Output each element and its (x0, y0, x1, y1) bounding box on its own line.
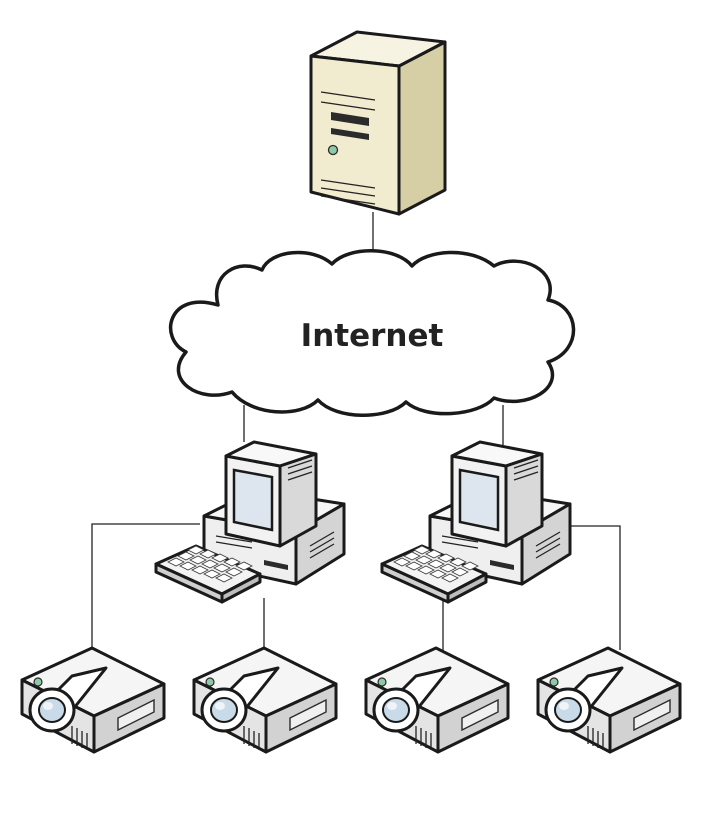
projector-icon-1 (20, 646, 166, 754)
internet-cloud: Internet (168, 249, 576, 417)
projector-icon-4 (536, 646, 682, 754)
desktop-computer-icon-right (380, 440, 572, 604)
cloud-label: Internet (301, 318, 444, 354)
server-tower-icon (309, 30, 447, 216)
computer-left-to-projector-1-link (91, 523, 200, 650)
desktop-computer-icon-left (154, 440, 346, 604)
projector-icon-3 (364, 646, 510, 754)
cloud-icon (168, 249, 576, 417)
projector-icon-2 (192, 646, 338, 754)
connection-lines (91, 212, 621, 650)
computer-right-to-projector-4-link (560, 525, 621, 650)
